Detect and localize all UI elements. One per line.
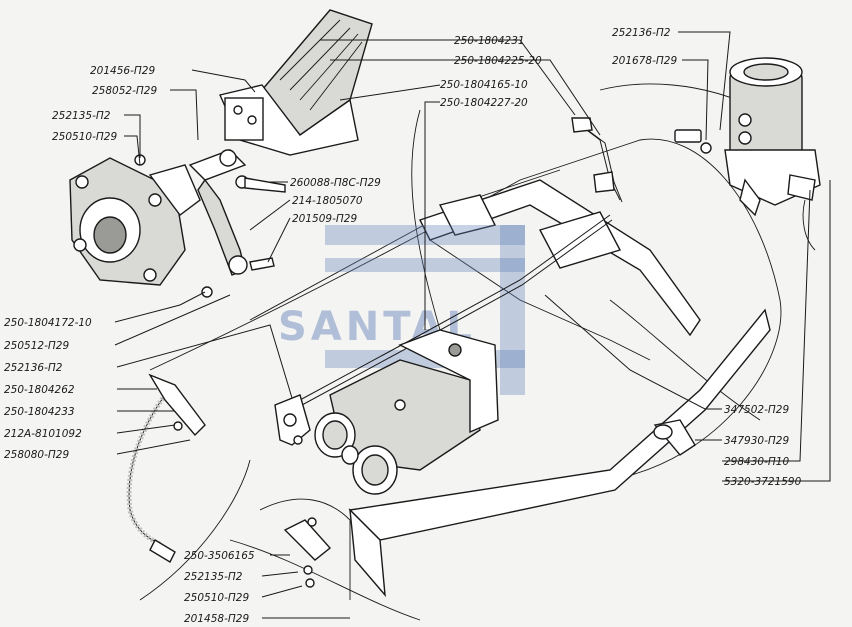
brake-chamber <box>314 329 499 495</box>
label-214-1805070: 214-1805070 <box>292 195 363 207</box>
label-250-1804227: 250-1804227-20 <box>440 97 528 109</box>
label-250-1804165: 250-1804165-10 <box>440 79 528 91</box>
label-258080: 258080-П29 <box>4 449 69 461</box>
label-201509: 201509-П29 <box>292 213 357 225</box>
label-250-1804225: 250-1804225-20 <box>454 55 542 67</box>
label-250512: 250512-П29 <box>4 340 69 352</box>
label-250-1804262: 250-1804262 <box>4 384 75 396</box>
air-cylinder <box>674 57 821 251</box>
label-201678: 201678-П29 <box>612 55 677 67</box>
flexible-hose <box>126 373 206 563</box>
part-labels: 201456-П29 258052-П29 252135-П2 250510-П… <box>4 27 802 625</box>
label-250510-bottom: 250510-П29 <box>184 592 249 604</box>
air-pipe <box>299 117 623 406</box>
label-201458: 201458-П29 <box>184 613 249 625</box>
frame-beam <box>348 179 771 598</box>
label-260088: 260088-П8С-П29 <box>290 177 381 189</box>
label-252136-top: 252136-П2 <box>612 27 671 39</box>
label-347502: 347502-П29 <box>724 404 789 416</box>
label-250-1804172: 250-1804172-10 <box>4 317 92 329</box>
brake-pedal <box>219 9 373 156</box>
label-252136-mid: 252136-П2 <box>4 362 63 374</box>
pipe-clamp <box>653 419 696 456</box>
label-5320-3721590: 5320-3721590 <box>724 476 802 488</box>
label-252135-top: 252135-П2 <box>52 110 111 122</box>
bottom-bracket <box>259 498 351 600</box>
lever-linkage <box>188 149 286 298</box>
label-201456: 201456-П29 <box>90 65 155 77</box>
label-347930: 347930-П29 <box>724 435 789 447</box>
leader-lines <box>114 31 831 619</box>
brake-valve <box>69 154 201 286</box>
label-298430: 298430-П10 <box>724 456 789 468</box>
label-258052: 258052-П29 <box>92 85 157 97</box>
label-250510-top: 250510-П29 <box>52 131 117 143</box>
label-250-1804233: 250-1804233 <box>4 406 75 418</box>
label-250-1804231: 250-1804231 <box>454 35 525 47</box>
frame-contours <box>139 83 782 621</box>
valve-bracket <box>274 394 311 446</box>
label-252135-bottom: 252135-П2 <box>184 571 243 583</box>
label-212A-8101092: 212А-8101092 <box>4 428 82 440</box>
label-250-3506165: 250-3506165 <box>184 550 255 562</box>
